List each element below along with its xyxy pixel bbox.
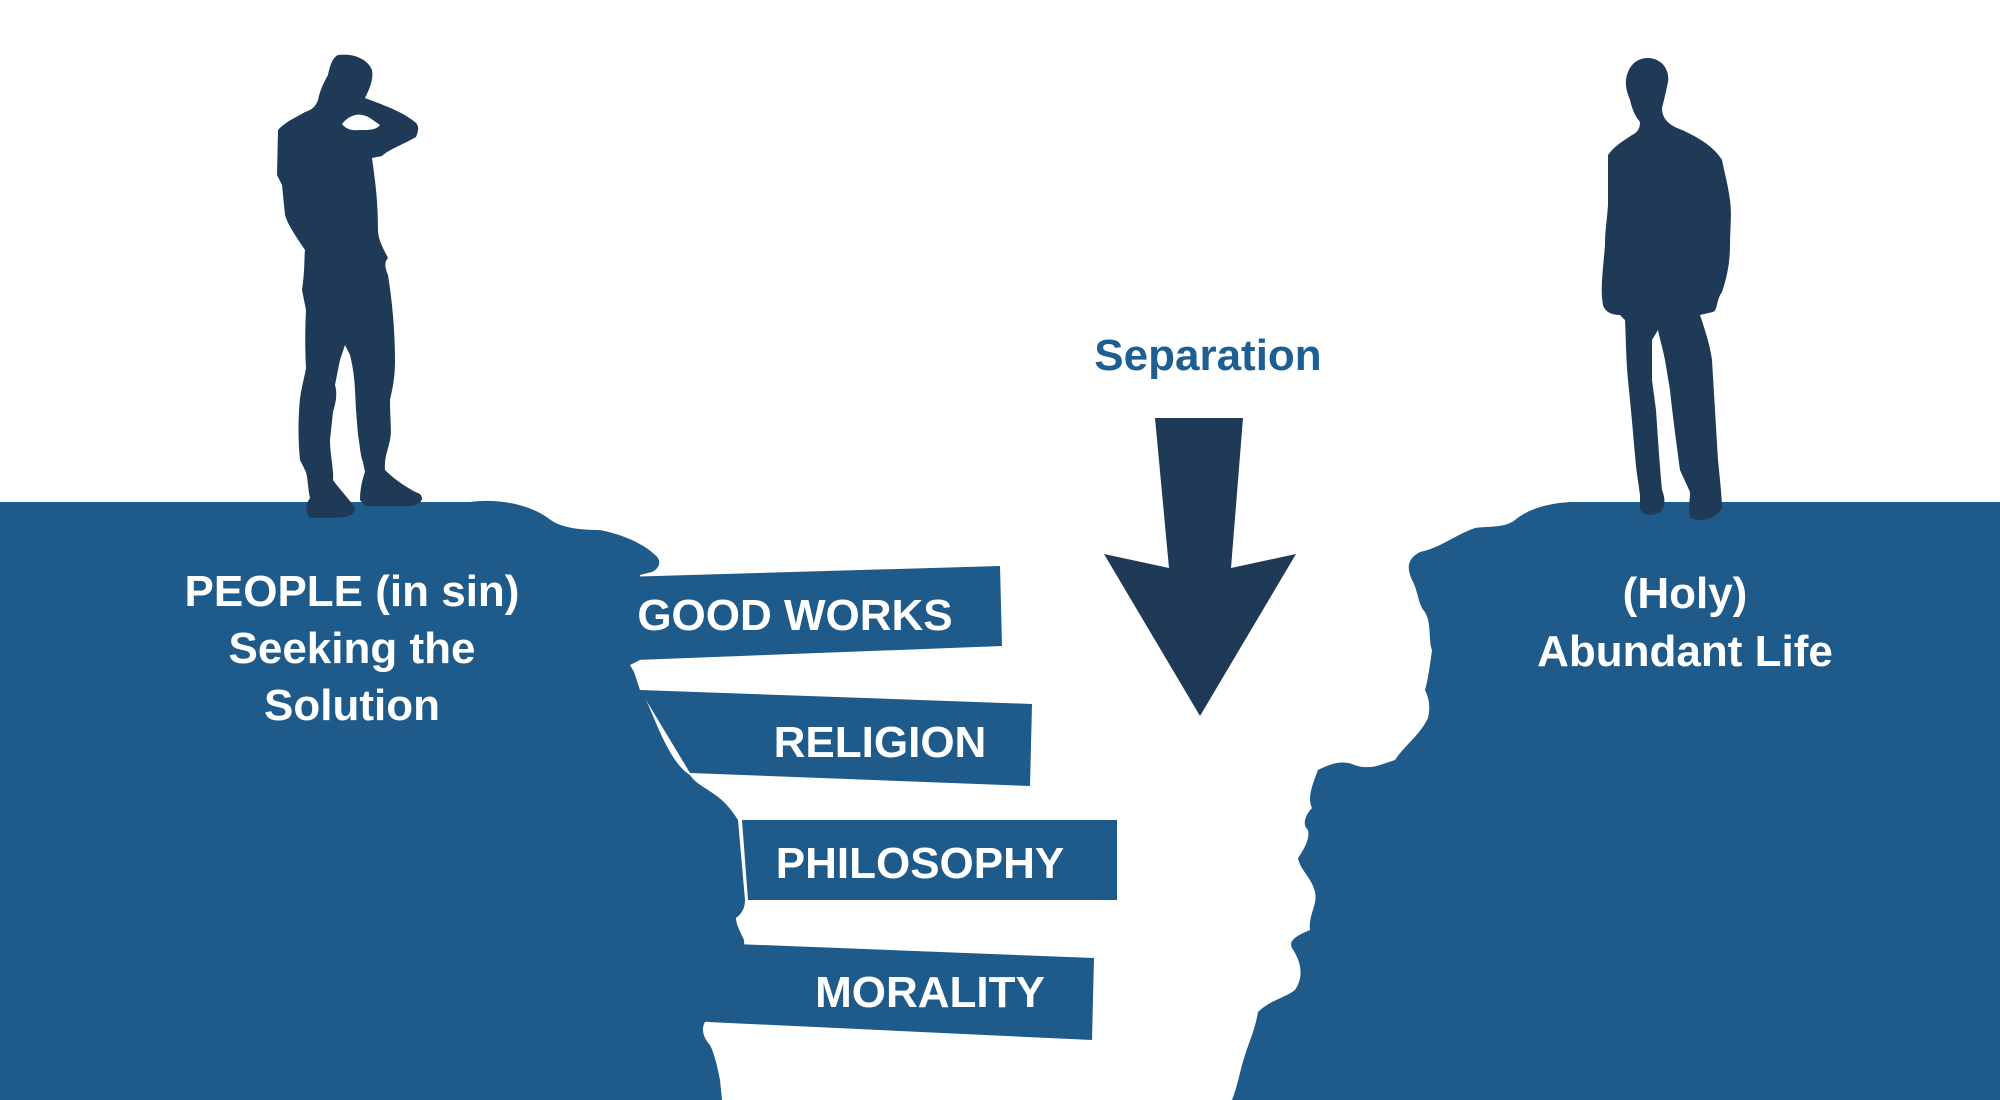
beam-good-works [620,566,1002,660]
right-caption: (Holy) Abundant Life [1537,569,1833,676]
left-caption-line-2: Seeking the [229,624,476,673]
beam-religion [640,690,1032,786]
bridge-label-good-works: GOOD WORKS [637,591,952,640]
separation-label: Separation [1094,331,1321,380]
right-cliff [1232,502,2000,1100]
beam-morality [708,944,1094,1040]
bridge-label-philosophy: PHILOSOPHY [776,839,1065,888]
thinking-person-silhouette [277,54,422,518]
bridge-religion: RELIGION [640,690,1032,786]
bridge-label-religion: RELIGION [774,718,987,767]
bridge-label-morality: MORALITY [815,968,1045,1017]
left-cliff [0,500,748,1100]
separation-arrow [1104,418,1296,716]
bridge-morality: MORALITY [708,944,1094,1040]
beam-philosophy [742,820,1117,900]
left-caption-line-3: Solution [264,681,440,730]
down-arrow-icon [1104,418,1296,716]
left-caption: PEOPLE (in sin) Seeking the Solution [185,567,520,730]
right-caption-line-2: Abundant Life [1537,627,1833,676]
right-caption-line-1: (Holy) [1623,569,1748,618]
standing-person-silhouette [1601,58,1731,520]
bridge-good-works: GOOD WORKS [620,566,1002,660]
left-caption-line-1: PEOPLE (in sin) [185,567,520,616]
bridge-philosophy: PHILOSOPHY [742,820,1117,900]
